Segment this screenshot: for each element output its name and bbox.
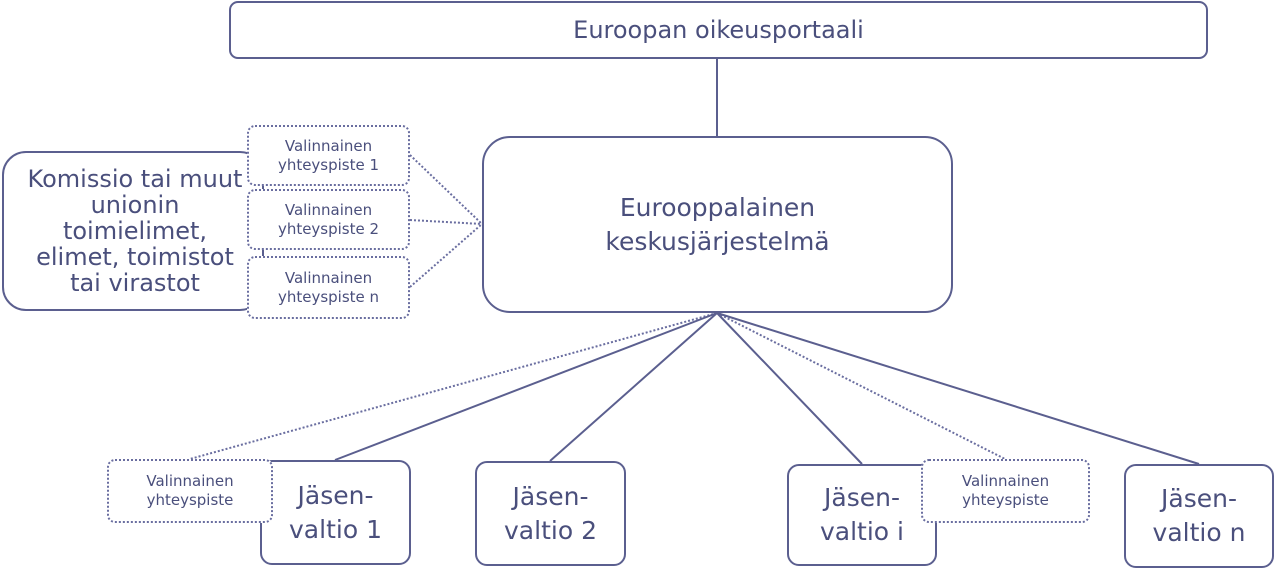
member-state-i-box: Jäsen- valtio i	[787, 464, 937, 566]
central-label-line2: keskusjärjestelmä	[605, 226, 830, 256]
optional-access-point-n-line2: yhteyspiste n	[277, 287, 380, 306]
european-central-system-box: Eurooppalainen keskusjärjestelmä	[482, 136, 953, 313]
member-state-1-line2: valtio 1	[289, 514, 382, 544]
member-access-point-2-box: Valinnainen yhteyspiste	[921, 459, 1090, 523]
central-to-membern-line	[716, 312, 1200, 465]
member-state-n-line1: Jäsen-	[1161, 484, 1237, 513]
commission-label-line3: toimielimet,	[62, 217, 208, 245]
member-access-point-2-line2: yhteyspiste	[962, 491, 1049, 509]
opt1-connector	[409, 154, 483, 225]
central-to-access1-line	[189, 312, 718, 460]
opt2-connector	[409, 219, 483, 225]
central-to-access2-line	[716, 312, 1006, 460]
member-state-i-line2: valtio i	[820, 517, 904, 546]
member-access-point-1-line1: Valinnainen	[146, 472, 234, 490]
european-justice-portal-box: Euroopan oikeusportaali	[229, 1, 1208, 59]
member-state-1-box: Jäsen- valtio 1	[260, 460, 411, 565]
commission-institutions-box: Komissio tai muut unionin toimielimet, e…	[2, 151, 264, 311]
member-state-n-line2: valtio n	[1152, 518, 1246, 547]
central-label-line1: Eurooppalainen	[619, 192, 816, 222]
optional-access-point-2-line1: Valinnainen	[284, 200, 373, 219]
optional-access-point-1-line1: Valinnainen	[284, 136, 373, 155]
member-state-2-line2: valtio 2	[504, 515, 597, 545]
central-to-member2-line	[549, 312, 718, 462]
optional-access-point-n-box: Valinnainen yhteyspiste n	[247, 256, 410, 319]
central-to-memberi-line	[716, 312, 863, 465]
central-to-member1-line	[334, 312, 718, 461]
commission-label-line2: unionin	[90, 191, 180, 219]
optional-access-point-2-box: Valinnainen yhteyspiste 2	[247, 189, 410, 250]
optn-connector	[409, 223, 483, 288]
member-state-i-line1: Jäsen-	[824, 483, 900, 512]
portal-label: Euroopan oikeusportaali	[573, 16, 864, 44]
optional-access-point-2-line2: yhteyspiste 2	[277, 219, 380, 238]
member-state-1-line1: Jäsen-	[297, 480, 374, 510]
commission-label-line5: tai virastot	[70, 269, 200, 297]
commission-label-line1: Komissio tai muut	[27, 165, 243, 193]
commission-label-line4: elimet, toimistot	[36, 243, 234, 271]
member-state-n-box: Jäsen- valtio n	[1124, 464, 1274, 568]
optional-access-point-1-line2: yhteyspiste 1	[277, 155, 380, 174]
member-access-point-2-line1: Valinnainen	[961, 472, 1050, 490]
member-access-point-1-line2: yhteyspiste	[146, 491, 234, 509]
member-access-point-1-box: Valinnainen yhteyspiste	[107, 459, 273, 523]
member-state-2-line1: Jäsen-	[512, 481, 589, 511]
optional-access-point-1-box: Valinnainen yhteyspiste 1	[247, 125, 410, 186]
optional-access-point-n-line1: Valinnainen	[284, 268, 373, 287]
member-state-2-box: Jäsen- valtio 2	[475, 461, 626, 566]
